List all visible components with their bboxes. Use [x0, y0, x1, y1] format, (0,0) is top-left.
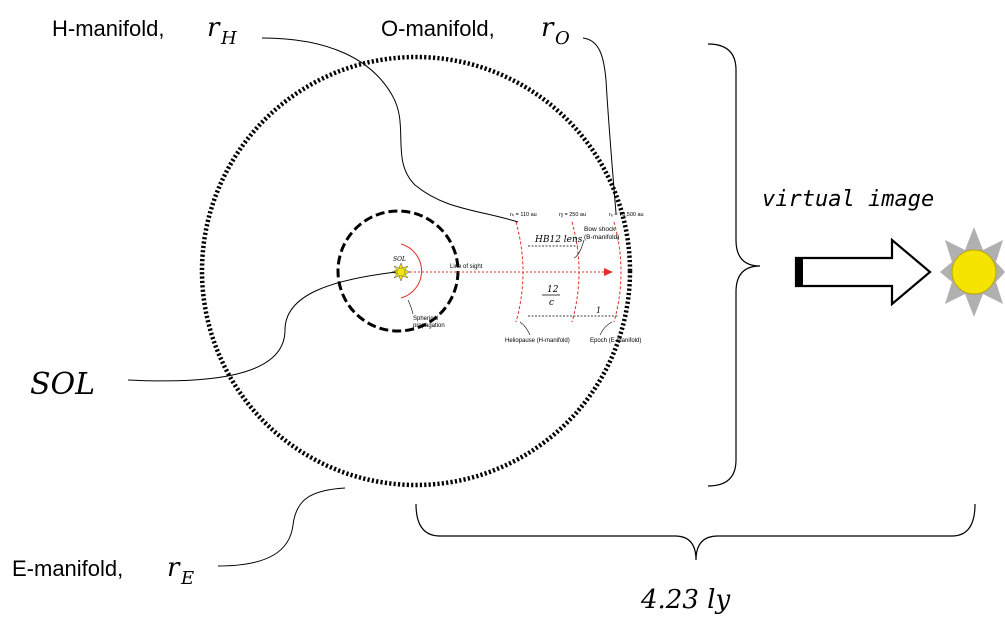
sol-label: SOL	[30, 367, 95, 402]
arrow-icon	[794, 237, 932, 307]
line-of-sight-arrowhead	[604, 268, 613, 276]
e-manifold-label: E-manifold,	[12, 556, 123, 581]
bow-shock-arc	[571, 221, 580, 323]
bow-shock-label: Bow shock	[584, 226, 616, 233]
virtual-sun-icon	[940, 227, 1005, 317]
h-manifold-subscript: H	[220, 28, 237, 49]
bow-shock-leader	[573, 239, 585, 259]
e-manifold-leader	[217, 487, 346, 567]
distance-label: 4.23 ly	[640, 585, 730, 615]
o-manifold-symbol: r	[541, 13, 555, 43]
epoch-label: Epoch (E-manifold)	[590, 338, 641, 344]
inset-rh-label: rₕ = 110 au	[510, 212, 537, 218]
horizontal-brace	[415, 503, 976, 561]
sol-leader	[127, 271, 397, 382]
propagation-label: propagation	[413, 323, 445, 329]
vertical-brace	[707, 43, 761, 487]
hb12-lens-label: HB12 lens	[534, 235, 583, 245]
spherical-leader	[407, 299, 414, 315]
virtual-image-label: virtual image	[762, 187, 934, 212]
heliopause-arc	[515, 221, 524, 323]
e-manifold-subscript: E	[180, 568, 194, 589]
e-manifold-circle	[199, 54, 633, 488]
e-manifold-symbol: r	[167, 553, 181, 583]
o-manifold-label: O-manifold,	[381, 16, 495, 41]
inset-re-label: rₑ = 73,500 au	[609, 212, 644, 218]
heliopause-label: Heliopause (H-manifold)	[505, 338, 570, 344]
small-sun-icon	[391, 262, 411, 282]
h-manifold-label: H-manifold,	[52, 16, 164, 41]
fraction-denominator: c	[549, 298, 554, 308]
o-manifold-leader	[582, 37, 617, 214]
spherical-propagation-arc	[400, 243, 423, 299]
epoch-arc	[613, 221, 622, 323]
line-of-sight-label: Line of sight	[450, 264, 483, 270]
heliopause-leader	[519, 321, 531, 336]
spherical-label: Spherical	[413, 316, 438, 322]
sol-small-label: SOL	[393, 256, 406, 263]
h-manifold-symbol: r	[207, 13, 221, 43]
fraction-numerator: 12	[547, 285, 559, 295]
h-manifold-leader	[261, 37, 519, 223]
epoch-leader	[599, 321, 613, 336]
bow-shock-sub-label: (B-manifold)	[584, 234, 619, 241]
inner-dashed-circle	[336, 209, 460, 333]
inset-rb-label: rᵦ = 250 au	[559, 212, 586, 218]
o-manifold-subscript: O	[555, 28, 570, 49]
fraction-numerator-2: 1	[596, 306, 601, 315]
